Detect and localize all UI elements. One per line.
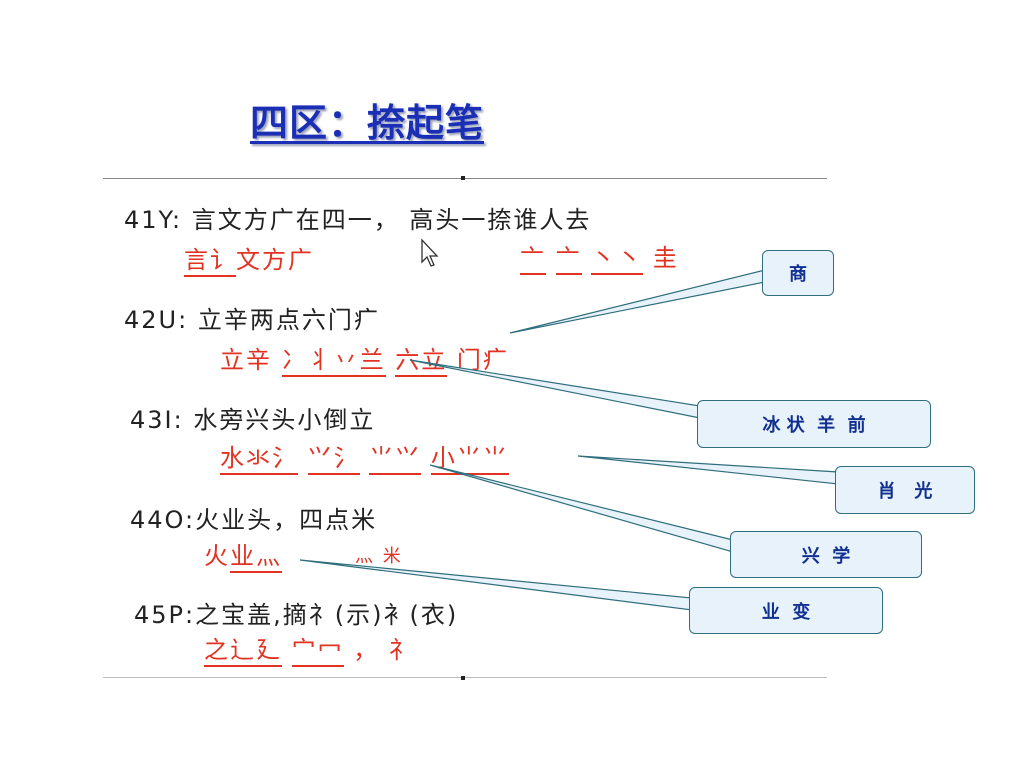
root-char: 火 [204,542,230,570]
root-char: 灬 [256,542,282,573]
figure-top-border [103,178,827,179]
row-42u-roots: 立辛 冫丬丷兰 六立 门疒 [220,340,509,377]
slide-title: 四区：捺起笔 [250,101,485,145]
root-char: 亠 [520,244,546,275]
row-code: 42U: [124,306,189,334]
root-char: 辶 [230,636,256,667]
root-char: 廴 [256,636,282,667]
root-char: 业 [230,542,256,573]
figure-bottom-border [103,677,827,678]
root-char: 门疒 [456,346,509,374]
row-code: 44O: [130,506,196,534]
row-code: 43I: [130,406,184,434]
callout-shang[interactable]: 商 [762,250,834,296]
row-42u-mnemonic: 42U: 立辛两点六门疒 [124,300,380,335]
root-char: 氺 [246,444,272,475]
root-char: 米 [382,546,403,567]
row-code: 45P: [134,601,196,629]
row-text: 之宝盖,摘礻(示)衤(衣) [195,601,459,629]
root-char: ⺌ [369,444,396,475]
root-char: 氵 [333,444,360,475]
root-char: 冫丬丷 [281,346,360,377]
root-char: 六 [395,346,422,377]
root-char: 圭 [652,244,679,272]
root-char: 礻 [388,636,415,664]
callout-xing-xue[interactable]: 兴 学 [730,531,922,578]
root-char: 氵 [272,444,298,475]
root-char: 立 [421,346,448,377]
row-41y-mnemonic: 41Y: 言文方广在四一， 高头一捺谁人去 [124,200,591,235]
root-char: 宀 [291,636,318,667]
row-43i-roots: 水氺氵 ⺍氵 ⺌⺍ 小⺌⺌ [220,438,509,475]
row-41y-roots-extra: 亠 亠 丶丶 圭 [520,238,679,275]
row-44o-roots-extra: 灬 米 [355,542,403,568]
callout-xiao-guang[interactable]: 肖 光 [835,466,975,514]
row-text: 立辛两点六门疒 [197,306,380,334]
row-41y-roots: 言讠文方广 [184,240,314,277]
callout-bing-zhuang-yang-qian[interactable]: 冰 状 羊 前 [697,400,931,448]
row-43i-mnemonic: 43I: 水旁兴头小倒立 [130,400,375,435]
root-char: ⺍ [395,444,422,475]
row-text: 言文方广在四一， 高头一捺谁人去 [191,206,592,234]
row-text: 水旁兴头小倒立 [193,406,376,434]
root-char: 冖 [317,636,344,667]
root-char: ⺍ [307,444,334,475]
root-char: 水 [220,444,246,475]
root-char: ， [353,636,380,664]
row-45p-mnemonic: 45P:之宝盖,摘礻(示)衤(衣) [134,595,458,630]
mouse-pointer-icon [421,238,439,267]
root-char: 亠 [555,244,582,275]
root-char: 灬 [355,546,375,567]
root-char: 之 [204,636,230,667]
root-char: 文方广 [236,246,314,274]
root-char: 立辛 [220,346,272,374]
row-code: 41Y: [124,206,183,234]
row-45p-roots: 之辶廴 宀冖 ， 礻 [204,630,415,667]
row-44o-mnemonic: 44O:火业头，四点米 [130,500,377,535]
callout-ye-bian[interactable]: 业 变 [689,587,883,634]
root-char: ⺌ [456,444,483,475]
row-text: 火业头，四点米 [195,506,378,534]
row-44o-roots: 火业灬 [204,536,282,573]
root-char: 讠 [210,246,236,277]
root-char: 兰 [359,346,386,377]
root-char: 小 [430,444,457,475]
root-char: ⺌ [482,444,509,475]
selection-handle[interactable] [461,176,465,180]
root-char: 丶丶 [591,244,644,275]
selection-handle[interactable] [461,676,465,680]
root-char: 言 [184,246,210,277]
